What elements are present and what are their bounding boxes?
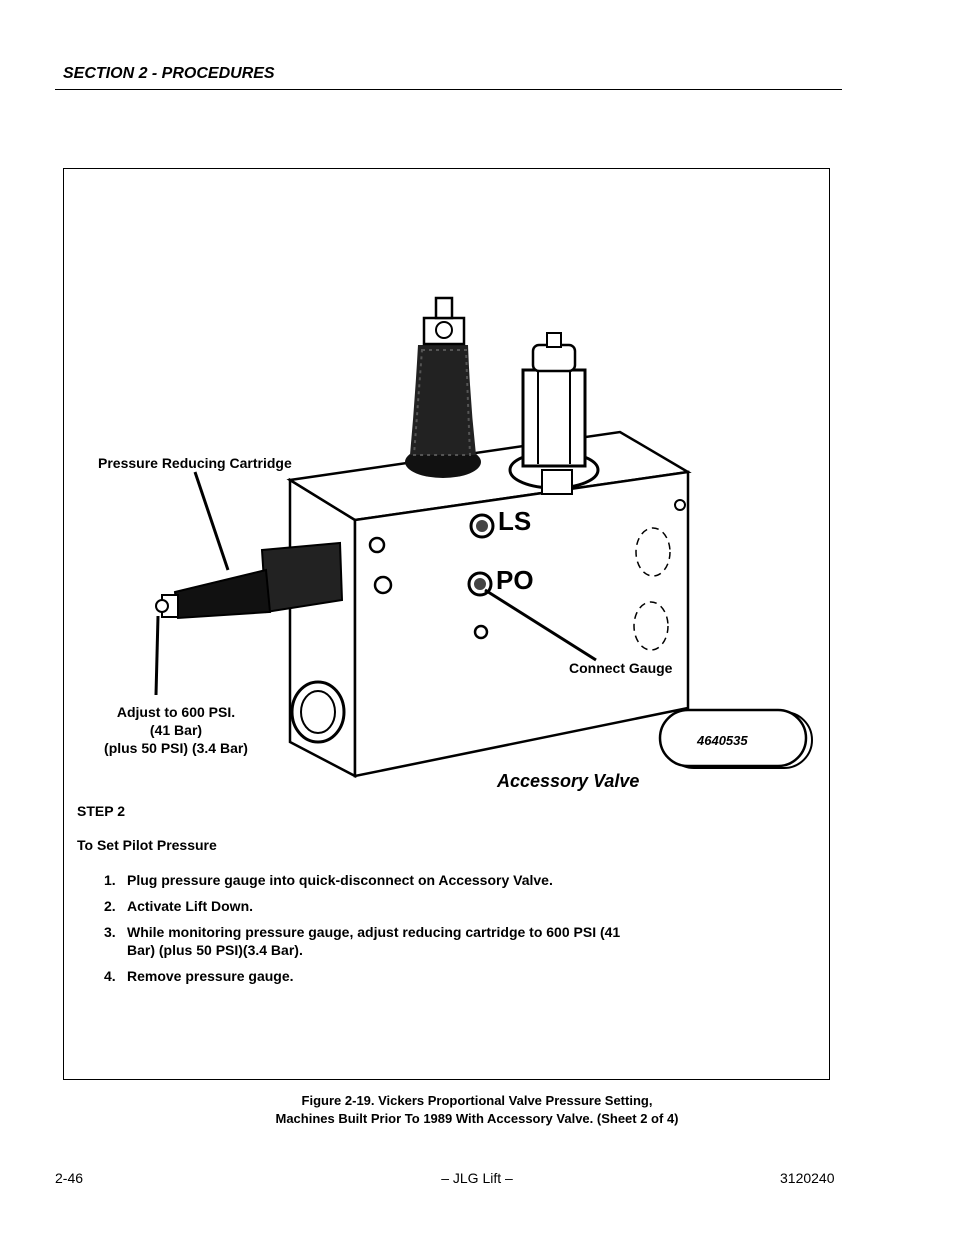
list-item: 3. While monitoring pressure gauge, adjus… — [104, 923, 624, 959]
leader-reducing-cartridge — [193, 471, 230, 571]
footer-center: – JLG Lift – — [441, 1170, 513, 1186]
step-number: 2. — [104, 898, 116, 914]
side-cartridge — [155, 541, 344, 620]
header-rule — [55, 89, 842, 90]
step-text: Remove pressure gauge. — [127, 968, 294, 984]
figure-caption: Figure 2-19. Vickers Proportional Valve … — [0, 1092, 954, 1128]
list-item: 4. Remove pressure gauge. — [104, 967, 664, 985]
step-subtitle: To Set Pilot Pressure — [77, 837, 217, 853]
step-text: Plug pressure gauge into quick-disconnec… — [127, 872, 553, 888]
step-text: While monitoring pressure gauge, adjust … — [127, 924, 621, 958]
list-item: 2. Activate Lift Down. — [104, 897, 664, 915]
valve-block-front — [353, 470, 690, 778]
label-connect-gauge: Connect Gauge — [569, 660, 673, 676]
leader-adjust — [154, 615, 160, 696]
document-number: 3120240 — [780, 1170, 835, 1186]
part-number-tag — [658, 708, 813, 769]
list-item: 1. Plug pressure gauge into quick-disconn… — [104, 871, 664, 889]
label-adjust-line1: Adjust to 600 PSI. — [116, 704, 236, 720]
caption-line1: Figure 2-19. Vickers Proportional Valve … — [301, 1093, 653, 1108]
section-header: SECTION 2 - PROCEDURES — [63, 65, 275, 82]
tall-cartridge — [405, 296, 481, 478]
step-number: 3. — [104, 924, 116, 940]
step-list: 1. Plug pressure gauge into quick-disconn… — [104, 871, 664, 993]
label-pressure-reducing-cartridge: Pressure Reducing Cartridge — [98, 455, 292, 471]
label-accessory-valve: Accessory Valve — [497, 771, 640, 791]
hex-cartridge — [508, 332, 600, 495]
label-po: PO — [496, 565, 534, 595]
caption-line2: Machines Built Prior To 1989 With Access… — [275, 1111, 679, 1126]
part-number: 4640535 — [697, 733, 748, 748]
label-ls: LS — [498, 506, 532, 536]
leader-connect-gauge — [484, 588, 597, 662]
step-text: Activate Lift Down. — [127, 898, 254, 914]
label-adjust-line3: (plus 50 PSI) (3.4 Bar) — [104, 740, 248, 756]
step-number: 1. — [104, 872, 116, 888]
page-number: 2-46 — [55, 1170, 84, 1186]
step-number: 4. — [104, 968, 116, 984]
step-title: STEP 2 — [77, 803, 125, 819]
figure-frame — [63, 168, 830, 1080]
label-adjust-line2: (41 Bar) — [149, 722, 203, 738]
